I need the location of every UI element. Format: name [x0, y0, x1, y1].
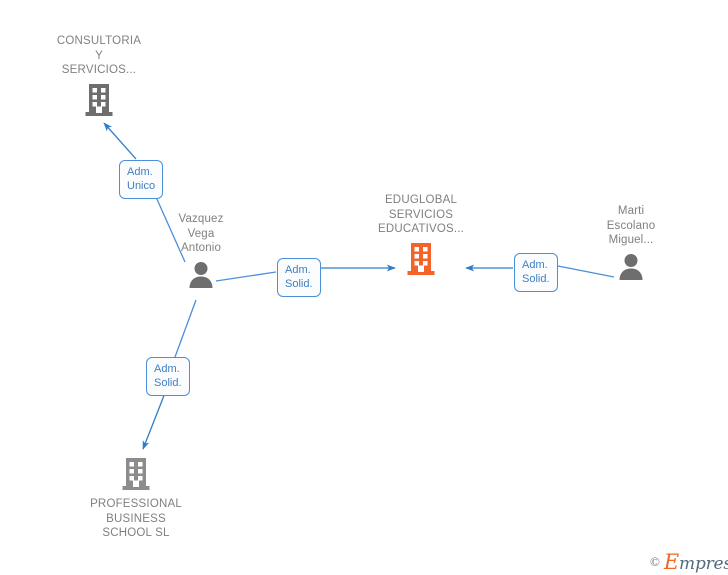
node-professional-business-school-sl[interactable]: PROFESSIONAL BUSINESS SCHOOL SL [61, 457, 211, 541]
copyright-icon: © [650, 554, 660, 569]
node-label-vazquez: Vazquez Vega Antonio [178, 213, 224, 254]
node-vazquez-vega-antonio[interactable]: Vazquez Vega Antonio [126, 212, 276, 290]
node-consultoria-y-servicios[interactable]: CONSULTORIA Y SERVICIOS... [24, 34, 174, 117]
node-eduglobal-servicios-educativos[interactable]: EDUGLOBAL SERVICIOS EDUCATIVOS... [346, 193, 496, 276]
brand-initial: E [663, 550, 680, 574]
building-icon [24, 83, 174, 117]
brand-rest: mpresia [679, 554, 728, 574]
node-label-consultoria: CONSULTORIA Y SERVICIOS... [56, 35, 142, 76]
node-label-marti: Marti Escolano Miguel... [606, 205, 656, 246]
building-icon [346, 242, 496, 276]
person-icon [556, 252, 706, 282]
node-label-eduglobal: EDUGLOBAL SERVICIOS EDUCATIVOS... [377, 194, 465, 235]
edge-label-adm-solid-eduglobal[interactable]: Adm. Solid. [277, 258, 321, 297]
edge-label-adm-unico[interactable]: Adm. Unico [119, 160, 164, 199]
node-label-professional: PROFESSIONAL BUSINESS SCHOOL SL [90, 498, 182, 539]
person-icon [126, 260, 276, 290]
empresia-watermark: © Empresia [650, 550, 728, 574]
node-marti-escolano-miguel[interactable]: Marti Escolano Miguel... [556, 204, 706, 282]
brand-name: Empresia [664, 550, 728, 574]
edge-label-adm-solid-marti[interactable]: Adm. Solid. [514, 253, 558, 292]
edge-label-adm-solid-professional[interactable]: Adm. Solid. [146, 357, 190, 396]
building-icon [61, 457, 211, 491]
